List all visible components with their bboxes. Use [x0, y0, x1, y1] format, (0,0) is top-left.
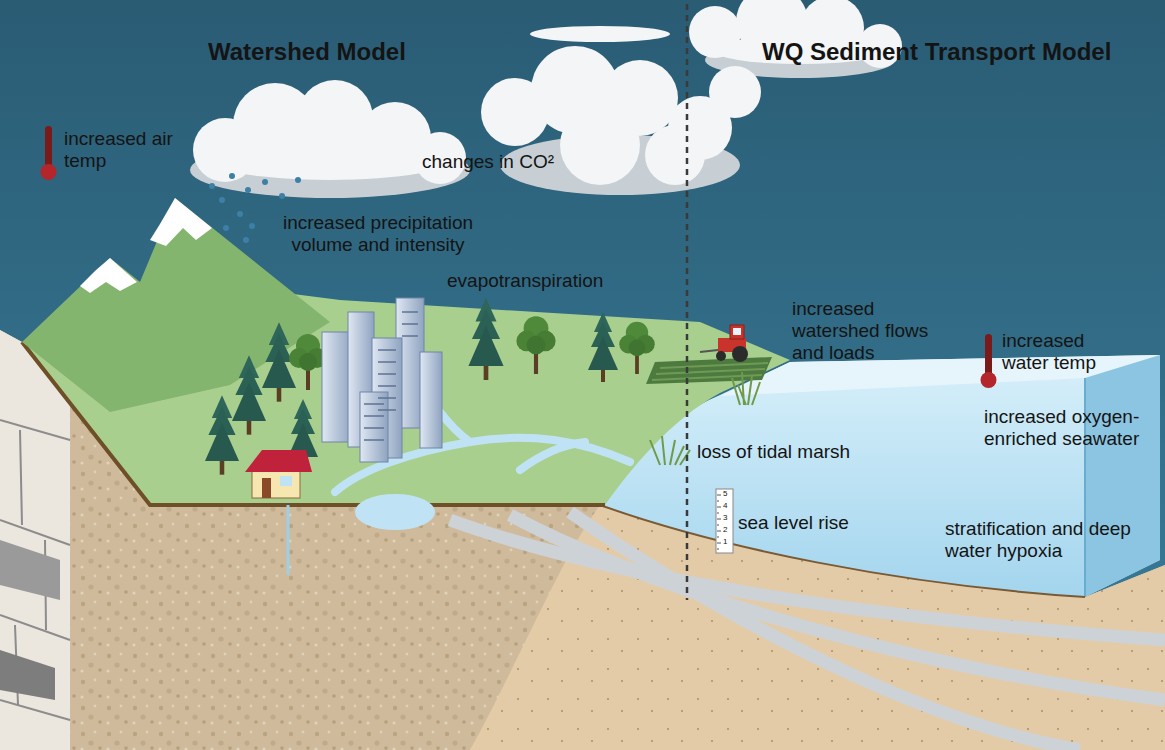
model-heading: Watershed Model — [208, 38, 406, 66]
gauge-number: 1 — [723, 538, 727, 546]
impact-label: stratification and deep water hypoxia — [945, 518, 1135, 562]
sea-level-gauge — [716, 489, 733, 553]
house — [245, 450, 312, 498]
city — [322, 298, 442, 462]
model-divider — [686, 4, 689, 600]
impact-label: increased water temp — [1002, 330, 1122, 374]
impact-label: sea level rise — [738, 512, 849, 534]
farm — [646, 325, 772, 384]
bedrock — [0, 330, 70, 750]
gauge-number: 3 — [723, 514, 727, 522]
process-label: evapotranspiration — [447, 270, 603, 292]
climate-label: changes in CO² — [422, 151, 554, 173]
gauge-number: 4 — [723, 502, 727, 510]
gauge-number: 2 — [723, 526, 727, 534]
thermometer — [41, 126, 57, 180]
model-heading: WQ Sediment Transport Model — [762, 38, 1111, 66]
pond — [355, 494, 435, 530]
gauge-number: 5 — [723, 490, 727, 498]
trees — [205, 298, 655, 475]
well — [287, 505, 290, 575]
impact-label: increased oxygen-enriched seawater — [984, 406, 1154, 450]
impact-label: increased watershed flows and loads — [792, 298, 950, 364]
thermometer — [981, 334, 997, 388]
climate-label: increased air temp — [64, 128, 174, 172]
climate-label: increased precipitation volume and inten… — [258, 212, 498, 256]
impact-label: loss of tidal marsh — [697, 441, 850, 463]
clouds — [190, 0, 902, 198]
water-side — [1085, 355, 1160, 597]
